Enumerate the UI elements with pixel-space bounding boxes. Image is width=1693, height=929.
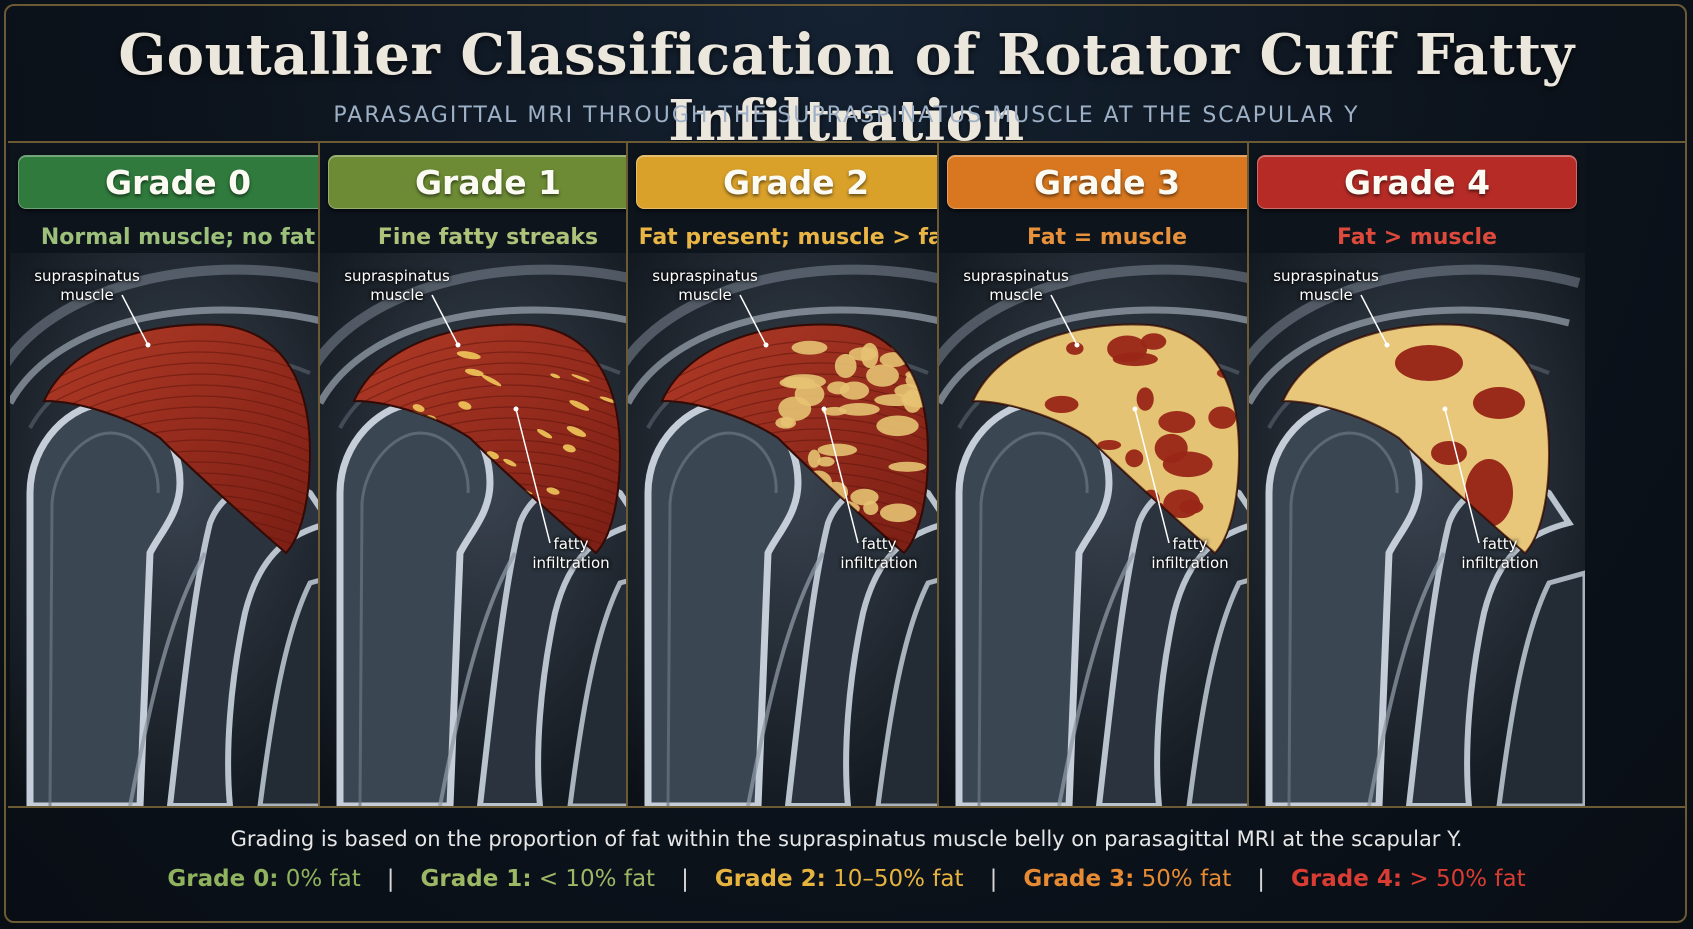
page-title: Goutallier Classification of Rotator Cuf… (118, 22, 1575, 154)
grade-description: Fat = muscle (1026, 225, 1188, 250)
legend-item: Grade 4: > 50% fat (1291, 866, 1526, 892)
label-line: muscle (678, 286, 732, 304)
legend-value: 0% fat (278, 866, 361, 892)
pointer-lines (1050, 294, 1170, 544)
grade-badge: Grade 1 (328, 155, 648, 209)
grade-description: Fat > muscle (1336, 225, 1498, 250)
grade-panel-2: Grade 2 Fat present; muscle > fat supraspi… (628, 143, 964, 806)
legend-separator: | (989, 866, 998, 892)
label-line: supraspinatus (963, 267, 1069, 285)
panels-border (8, 141, 1685, 808)
legend-separator: | (1257, 866, 1266, 892)
grade-description: Fat present; muscle > fat (638, 225, 954, 250)
footer-text: Grading is based on the proportion of fa… (230, 827, 1463, 851)
pointer-lines (431, 294, 551, 544)
label-line: infiltration (532, 554, 610, 572)
label-line: muscle (989, 286, 1043, 304)
grade-badge: Grade 4 (1257, 155, 1577, 209)
panel-divider (937, 143, 939, 806)
label-line: muscle (1299, 286, 1353, 304)
legend-grade: Grade 2: (714, 866, 826, 892)
legend-separator: | (386, 866, 395, 892)
label-line: fatty (1482, 535, 1518, 553)
grade-badge: Grade 0 (18, 155, 338, 209)
grade-badge: Grade 3 (947, 155, 1267, 209)
page-subtitle: PARASAGITTAL MRI THROUGH THE SUPRASPINAT… (333, 103, 1360, 128)
legend-item: Grade 0: 0% fat (167, 866, 360, 892)
panel-divider (626, 143, 628, 806)
label-line: infiltration (1461, 554, 1539, 572)
label-line: fatty (553, 535, 589, 553)
legend-grade: Grade 0: (167, 866, 279, 892)
pointer-lines (121, 294, 151, 348)
legend-value: 10–50% fat (825, 866, 964, 892)
legend-item: Grade 1: < 10% fat (421, 866, 656, 892)
mri-image (10, 253, 346, 806)
label-line: infiltration (840, 554, 918, 572)
mri-image (320, 253, 656, 806)
grade-description: Fine fatty streaks (377, 225, 599, 250)
panel-divider (1247, 143, 1249, 806)
legend-grade: Grade 4: (1291, 866, 1403, 892)
legend-value: 50% fat (1134, 866, 1232, 892)
label-line: fatty (861, 535, 897, 553)
pointer-lines (1360, 294, 1480, 544)
mri-image (939, 253, 1275, 806)
label-line: supraspinatus (34, 267, 140, 285)
legend-item: Grade 2: 10–50% fat (715, 866, 964, 892)
label-line: infiltration (1151, 554, 1229, 572)
label-line: muscle (370, 286, 424, 304)
panel-divider (318, 143, 320, 806)
legend-value: > 50% fat (1402, 866, 1526, 892)
label-line: fatty (1172, 535, 1208, 553)
legend-item: Grade 3: 50% fat (1023, 866, 1231, 892)
grade-panel-0: Grade 0 Normal muscle; no fat supraspinatu… (10, 143, 346, 806)
mri-image (1249, 253, 1585, 806)
grade-badge: Grade 2 (636, 155, 956, 209)
grade-description: Normal muscle; no fat (40, 225, 316, 250)
label-line: muscle (60, 286, 114, 304)
legend-value: < 10% fat (531, 866, 656, 892)
label-line: supraspinatus (344, 267, 450, 285)
legend-grade: Grade 1: (420, 866, 532, 892)
pointer-lines (739, 294, 859, 544)
label-line: supraspinatus (652, 267, 758, 285)
label-line: supraspinatus (1273, 267, 1379, 285)
legend-grade: Grade 3: (1023, 866, 1135, 892)
legend-separator: | (681, 866, 689, 892)
grade-legend: Grade 0: 0% fat | Grade 1: < 10% fat | Grade… (0, 866, 1693, 892)
